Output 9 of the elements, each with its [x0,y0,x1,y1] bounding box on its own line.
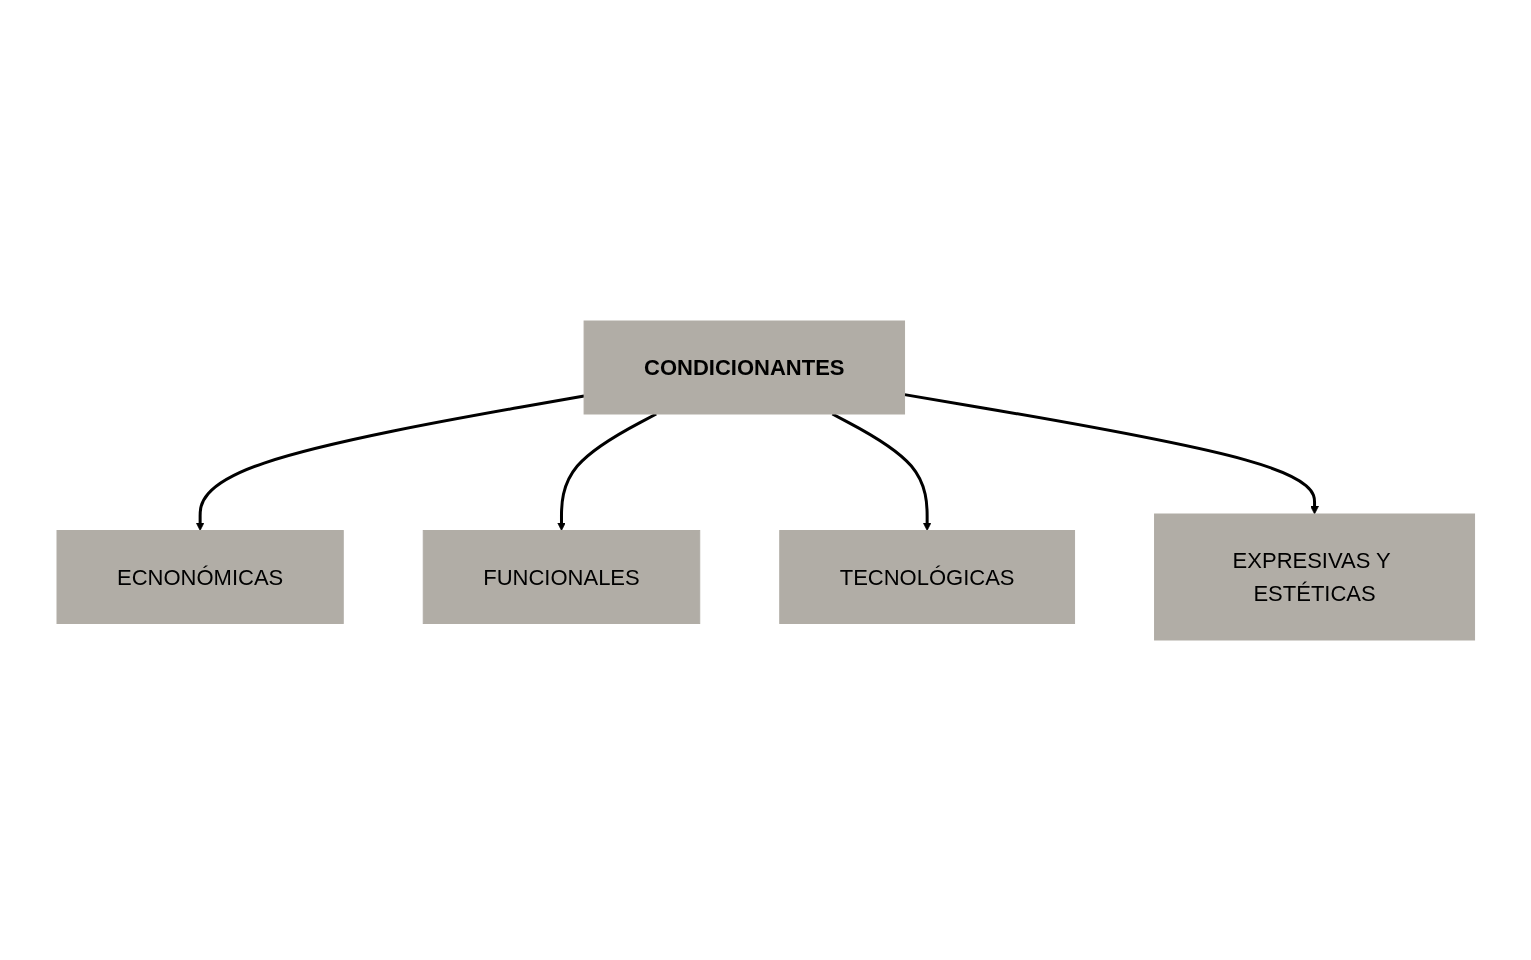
arrow [831,412,932,531]
node-box: TECNOLÓGICAS [778,529,1075,624]
arrow [904,392,1319,514]
node-box: CONDICIONANTES [583,320,905,414]
arrow [556,412,657,531]
node-box: FUNCIONALES [422,529,700,624]
node-box: EXPRESIVAS Y ESTÉTICAS [1153,513,1475,640]
node-box: ECNONÓMICAS [56,529,344,624]
arrow [195,393,585,531]
